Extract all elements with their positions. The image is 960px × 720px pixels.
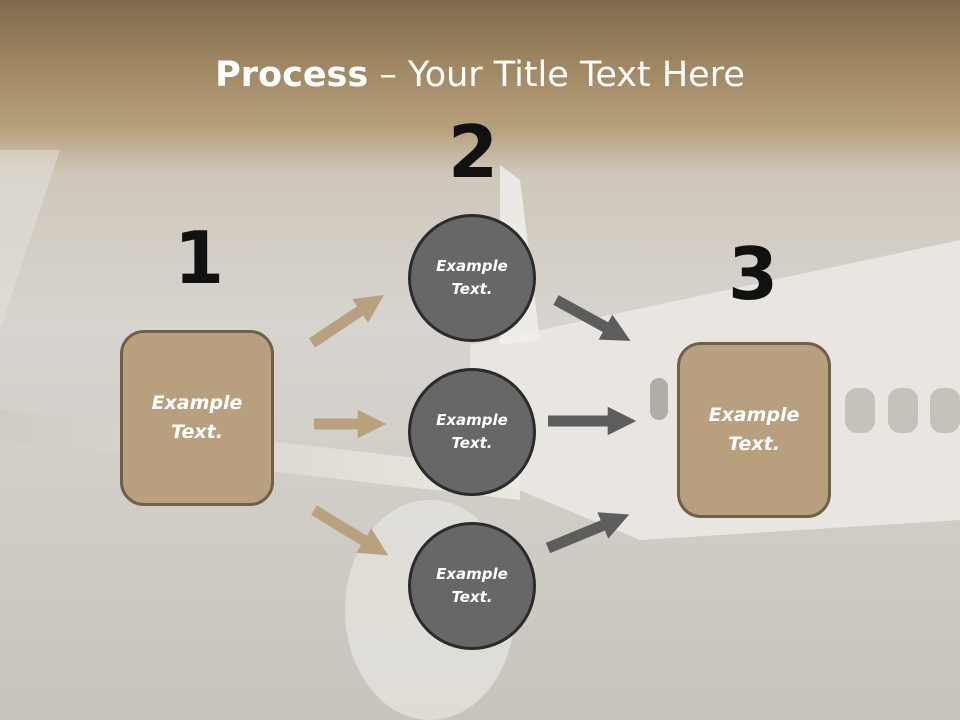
left-box-text: Example Text. — [151, 392, 243, 443]
circle-top-text: Example Text. — [436, 257, 508, 298]
circle-bottom-text: Example Text. — [436, 565, 508, 606]
left-box: Example Text. — [120, 330, 274, 506]
title-rest: – Your Title Text Here — [368, 55, 745, 95]
arrow-top-to-right — [553, 295, 631, 341]
step-number-1: 1 — [173, 216, 225, 300]
arrow-left-to-bottom — [311, 505, 389, 556]
circle-middle: Example Text. — [408, 368, 536, 496]
step-number-2: 2 — [447, 110, 499, 194]
right-box: Example Text. — [677, 342, 831, 518]
circle-bottom: Example Text. — [408, 522, 536, 650]
circle-middle-text: Example Text. — [436, 411, 508, 452]
title-bold: Process — [215, 55, 369, 95]
arrow-left-to-top — [308, 295, 384, 348]
circle-top: Example Text. — [408, 214, 536, 342]
arrow-bottom-to-right — [545, 512, 630, 554]
right-box-text: Example Text. — [708, 404, 800, 455]
slide-title: Process – Your Title Text Here — [0, 52, 960, 98]
step-number-3: 3 — [727, 232, 779, 316]
